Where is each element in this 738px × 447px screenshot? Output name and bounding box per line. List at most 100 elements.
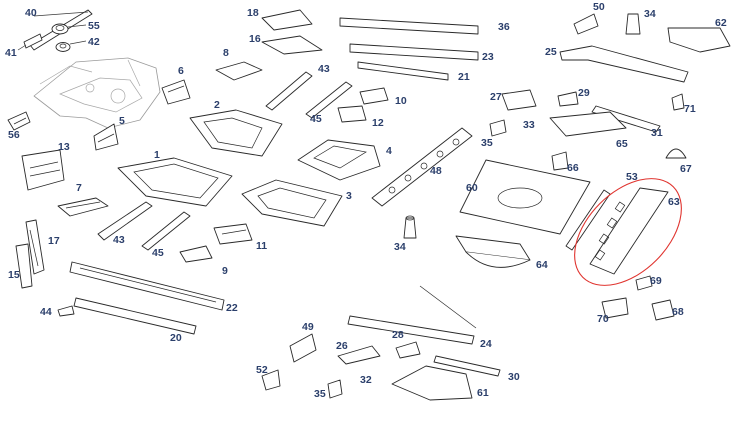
- part-7-plate[interactable]: [57, 197, 109, 217]
- label-27: 27: [490, 91, 502, 103]
- label-52: 52: [256, 364, 268, 376]
- part-20-sill[interactable]: [73, 297, 197, 335]
- part-48-crossmember[interactable]: [371, 127, 473, 207]
- label-12: 12: [372, 117, 384, 129]
- label-28: 28: [392, 329, 404, 341]
- part-10-bracket[interactable]: [359, 87, 389, 105]
- part-29-bracket[interactable]: [557, 91, 579, 107]
- label-13: 13: [58, 141, 70, 153]
- part-30-rail[interactable]: [433, 355, 501, 377]
- part-49-bracket[interactable]: [289, 333, 317, 363]
- label-35-bottom: 35: [314, 388, 326, 400]
- part-71-clip[interactable]: [671, 93, 685, 111]
- label-1: 1: [154, 149, 160, 161]
- part-67-cap[interactable]: [665, 148, 687, 159]
- part-50-bracket[interactable]: [573, 13, 599, 35]
- label-34-center: 34: [394, 241, 406, 253]
- part-65-tray[interactable]: [549, 111, 627, 137]
- part-62-panel[interactable]: [667, 27, 731, 53]
- part-18-panel[interactable]: [261, 9, 313, 31]
- label-44: 44: [40, 306, 52, 318]
- part-44-clip[interactable]: [57, 305, 75, 317]
- part-42-grommet[interactable]: [55, 42, 71, 52]
- label-69: 69: [650, 275, 662, 287]
- label-2: 2: [214, 99, 220, 111]
- part-28-bracket[interactable]: [395, 341, 421, 359]
- part-21-rail[interactable]: [357, 61, 449, 81]
- label-49: 49: [302, 321, 314, 333]
- part-56-bracket[interactable]: [7, 111, 31, 131]
- part-8-panel[interactable]: [215, 61, 263, 81]
- part-23-rail[interactable]: [349, 43, 479, 61]
- part-43-sill-left[interactable]: [97, 201, 153, 241]
- part-36-rail[interactable]: [339, 17, 479, 35]
- part-55-cap[interactable]: [51, 23, 69, 35]
- part-52-bracket[interactable]: [261, 369, 281, 391]
- part-22-sill[interactable]: [69, 261, 225, 311]
- part-64-spare-wheel-well[interactable]: [455, 235, 531, 268]
- part-13-panel[interactable]: [21, 149, 65, 191]
- part-34-bump-stop-top[interactable]: [625, 13, 641, 35]
- part-63-rear-panel[interactable]: [589, 187, 669, 275]
- label-16: 16: [249, 33, 261, 45]
- part-35-bracket-bottom[interactable]: [327, 379, 343, 399]
- part-70-bracket[interactable]: [601, 297, 629, 319]
- part-6-bracket[interactable]: [161, 79, 191, 105]
- part-11-bracket[interactable]: [213, 223, 253, 245]
- part-69-clip[interactable]: [635, 275, 653, 291]
- part-17-pillar[interactable]: [15, 219, 45, 289]
- label-42: 42: [88, 36, 100, 48]
- highlight-ring: [574, 178, 682, 286]
- label-11: 11: [256, 240, 267, 252]
- part-2-floor-pan[interactable]: [189, 109, 283, 157]
- part-25-frame-rail[interactable]: [559, 45, 689, 83]
- part-4-floor-pan[interactable]: [297, 139, 381, 181]
- part-16-panel[interactable]: [261, 35, 323, 55]
- part-68-bracket[interactable]: [651, 299, 675, 321]
- label-4: 4: [386, 145, 392, 157]
- label-22: 22: [226, 302, 238, 314]
- part-24-rail[interactable]: [347, 285, 477, 345]
- label-32-bottom: 32: [360, 374, 372, 386]
- part-5-panel[interactable]: [93, 123, 119, 151]
- label-62: 62: [715, 17, 727, 29]
- part-1-floor-pan[interactable]: [117, 157, 233, 207]
- label-8: 8: [223, 47, 229, 59]
- label-29: 29: [578, 87, 590, 99]
- label-15: 15: [8, 269, 20, 281]
- label-9: 9: [222, 265, 228, 277]
- part-61-panel[interactable]: [391, 365, 473, 401]
- label-65: 65: [616, 138, 628, 150]
- label-45-center: 45: [310, 113, 322, 125]
- part-60-boot-floor[interactable]: [459, 159, 591, 235]
- part-27-bracket[interactable]: [501, 89, 537, 111]
- part-34-bump-stop-center[interactable]: [403, 215, 417, 239]
- label-43-left: 43: [113, 234, 125, 246]
- part-9-bracket[interactable]: [179, 245, 213, 263]
- label-63: 63: [668, 196, 680, 208]
- label-31: 31: [651, 127, 663, 139]
- label-33: 33: [523, 119, 535, 131]
- label-71: 71: [684, 103, 696, 115]
- part-45-sill-center[interactable]: [305, 81, 353, 119]
- label-55: 55: [88, 20, 100, 32]
- label-36: 36: [498, 21, 510, 33]
- part-26-bracket[interactable]: [337, 345, 381, 365]
- label-41: 41: [5, 47, 17, 59]
- label-70: 70: [597, 313, 609, 325]
- part-43-sill-center[interactable]: [265, 71, 313, 111]
- part-12-bracket[interactable]: [337, 105, 367, 123]
- label-34-top: 34: [644, 8, 656, 20]
- part-66-bracket[interactable]: [551, 151, 569, 171]
- label-10: 10: [395, 95, 407, 107]
- label-23: 23: [482, 51, 494, 63]
- label-45-left: 45: [152, 247, 164, 259]
- label-17: 17: [48, 235, 60, 247]
- label-68: 68: [672, 306, 684, 318]
- part-45-sill-left[interactable]: [141, 211, 191, 251]
- label-61: 61: [477, 387, 489, 399]
- part-3-floor-pan[interactable]: [241, 179, 343, 227]
- label-3: 3: [346, 190, 352, 202]
- part-35-bracket-top[interactable]: [489, 119, 507, 137]
